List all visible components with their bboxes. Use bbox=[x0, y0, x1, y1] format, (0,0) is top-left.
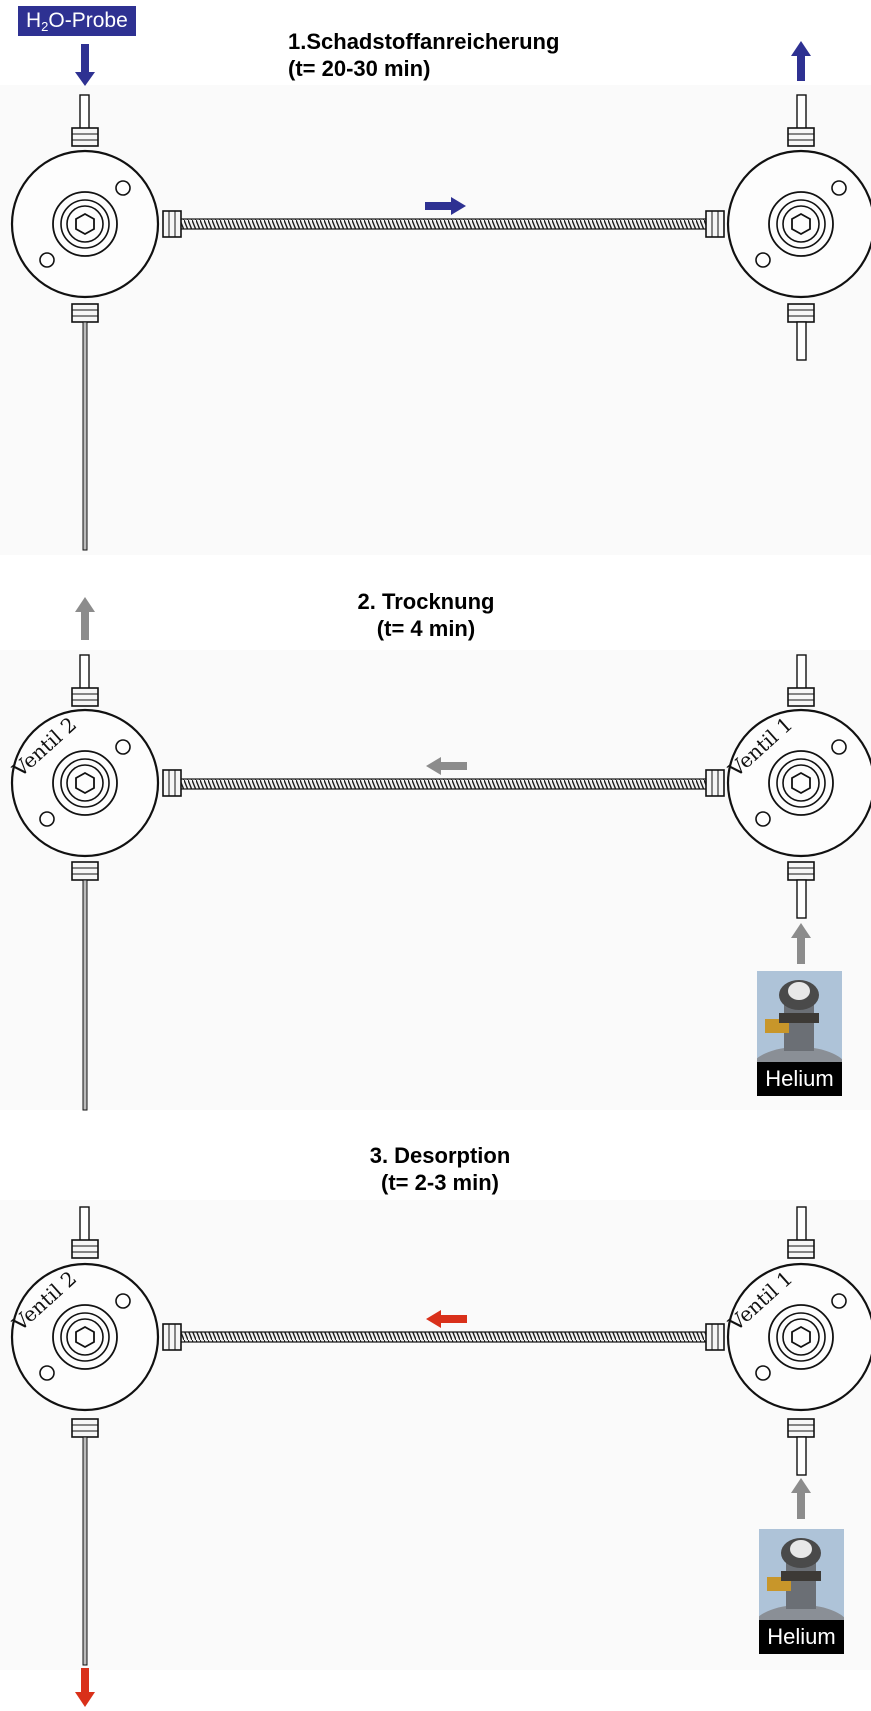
valve-left bbox=[10, 708, 160, 858]
probe-label-h: H bbox=[26, 9, 42, 32]
arrow-down-sample-in bbox=[75, 44, 95, 86]
valve-right bbox=[726, 708, 871, 858]
panel-2-background bbox=[0, 650, 871, 1110]
arrow-up-vent bbox=[75, 597, 95, 640]
valve-right bbox=[726, 149, 871, 299]
arrow-left-flow bbox=[426, 1310, 467, 1328]
panel-2-title-line1: 2. Trocknung bbox=[357, 589, 495, 614]
coil-tube bbox=[173, 218, 708, 230]
panel-1-background bbox=[0, 85, 871, 555]
panel-3-title: 3. Desorption (t= 2-3 min) bbox=[290, 1142, 590, 1196]
helium-tank-panel-2: Helium bbox=[757, 971, 842, 1096]
probe-label-subscript: 2 bbox=[41, 19, 49, 34]
arrow-up-helium-in bbox=[791, 923, 811, 964]
helium-cylinder-valve-icon bbox=[759, 1529, 844, 1624]
panel-2-diagram: Ventil 2 Ventil 1 bbox=[7, 597, 871, 1111]
panel-2-title: 2. Trocknung (t= 4 min) bbox=[276, 588, 576, 642]
probe-label: H2O-Probe bbox=[18, 6, 136, 36]
panel-3-title-line2: (t= 2-3 min) bbox=[381, 1170, 499, 1195]
arrow-up-sample-out bbox=[791, 41, 811, 81]
arrow-left-flow bbox=[426, 757, 467, 775]
arrow-up-helium-in bbox=[791, 1478, 811, 1519]
helium-tank-panel-3: Helium bbox=[759, 1529, 844, 1654]
valve-right bbox=[726, 1262, 871, 1412]
arrow-right-flow bbox=[425, 197, 466, 215]
coil-tube bbox=[173, 1331, 708, 1343]
valve-left bbox=[10, 149, 160, 299]
panel-3-diagram: Ventil 2 Ventil 1 bbox=[7, 1206, 871, 1707]
helium-label: Helium bbox=[759, 1620, 844, 1654]
panel-1-title-line1: 1.Schadstoffanreicherung bbox=[288, 29, 560, 54]
valve-left bbox=[10, 1262, 160, 1412]
panel-1-title: 1.Schadstoffanreicherung (t= 20-30 min) bbox=[288, 28, 559, 82]
panel-3-background bbox=[0, 1200, 871, 1670]
panel-1-diagram bbox=[10, 41, 871, 551]
panel-1-title-line2: (t= 20-30 min) bbox=[288, 56, 431, 81]
coil-tube bbox=[173, 778, 708, 790]
helium-label: Helium bbox=[757, 1062, 842, 1096]
arrow-down-analysis-out bbox=[75, 1668, 95, 1707]
helium-cylinder-valve-icon bbox=[757, 971, 842, 1066]
probe-label-rest: O-Probe bbox=[48, 9, 128, 32]
panel-3-title-line1: 3. Desorption bbox=[369, 1143, 511, 1168]
panel-2-title-line2: (t= 4 min) bbox=[376, 616, 476, 641]
